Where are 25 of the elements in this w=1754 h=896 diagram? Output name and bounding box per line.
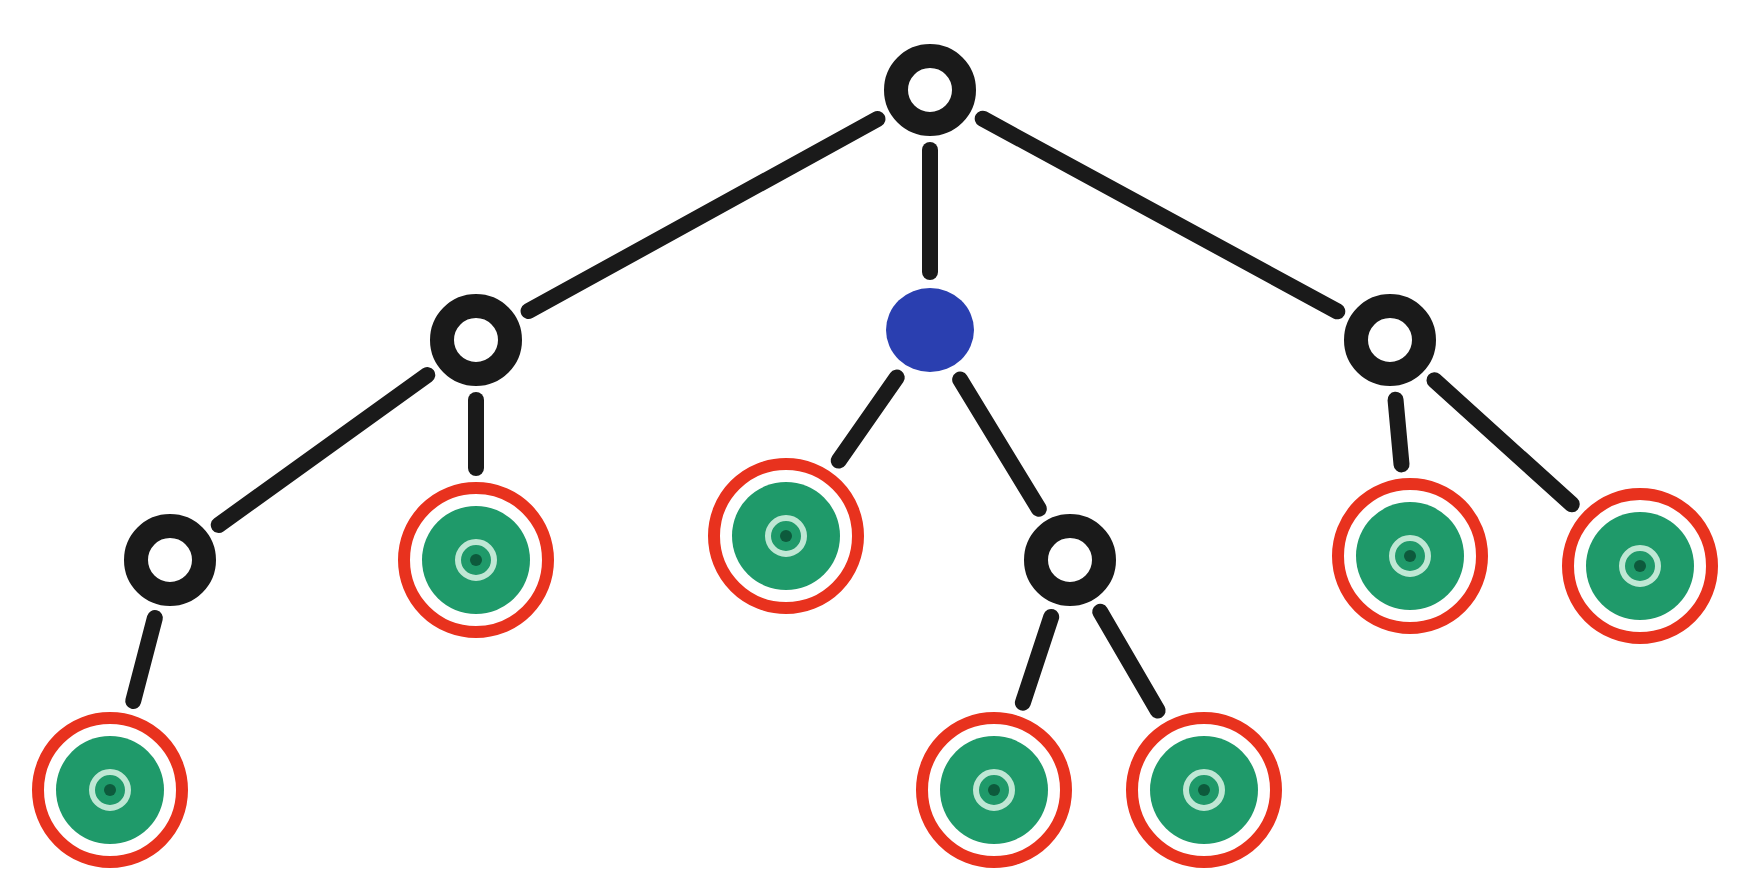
connector-line: [520, 110, 886, 320]
connector-line: [830, 369, 905, 469]
connector-line: [1387, 391, 1410, 473]
target-node: [914, 710, 1074, 870]
connector-line: [1014, 608, 1060, 711]
ring-node: [1342, 292, 1438, 388]
ring-node: [122, 512, 218, 608]
connector-line: [1092, 603, 1166, 719]
connector-line: [974, 110, 1346, 320]
ring-node: [882, 42, 978, 138]
target-node: [396, 480, 556, 640]
connector-line: [952, 371, 1047, 517]
target-node: [1560, 486, 1720, 646]
dot-node: [884, 284, 976, 376]
connector-line: [922, 142, 938, 280]
target-node: [1124, 710, 1284, 870]
ring-node: [428, 292, 524, 388]
connector-line: [1426, 372, 1580, 513]
connector-line: [125, 610, 163, 709]
connector-line: [468, 392, 484, 476]
connector-line: [210, 367, 436, 533]
ring-node: [1022, 512, 1118, 608]
target-node: [706, 456, 866, 616]
target-node: [1330, 476, 1490, 636]
target-node: [30, 710, 190, 870]
